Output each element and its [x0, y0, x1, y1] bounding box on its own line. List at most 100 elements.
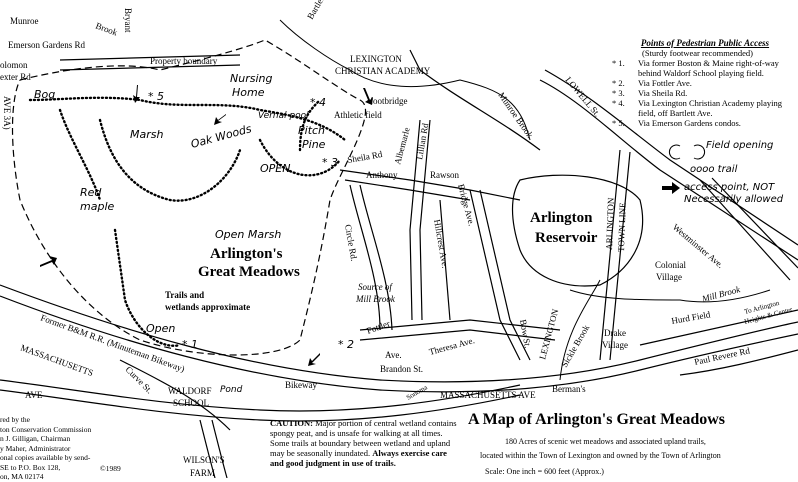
label-hillcrest: Hillcrest Ave. — [432, 219, 450, 269]
caution-note: CAUTION: Major portion of central wetlan… — [270, 418, 460, 468]
map-scale: Scale: One inch = 600 feet (Approx.) — [485, 467, 604, 476]
label-reservoir-1: Arlington — [530, 210, 593, 226]
label-open-marsh: Open Marsh — [215, 228, 281, 241]
arrow-icon — [308, 353, 320, 366]
label-wilson-1: WILSON'S — [183, 455, 225, 465]
label-athletic-field: Athletic field — [334, 110, 382, 120]
legend-text: Via Fottler Ave. — [638, 78, 692, 88]
legend-text: Via Lexington Christian Academy playing … — [638, 98, 782, 118]
label-hurd-field: Hurd Field — [671, 309, 712, 326]
caution-text: Major portion of central wetland contain… — [270, 418, 457, 458]
arrow-icon — [40, 256, 57, 267]
label-bog: Bog — [34, 88, 55, 101]
label-waldorf-1: WALDORF — [168, 386, 212, 396]
access-point-2: * 2 — [338, 338, 354, 351]
legend-trail: oooo trail — [690, 164, 738, 175]
label-rawson: Rawson — [430, 170, 459, 180]
label-fottler-ave: Ave. — [385, 350, 402, 360]
label-circle-rd: Circle Rd. — [343, 224, 359, 262]
access-arrows — [40, 85, 680, 366]
label-lowell-st: LOWELL St. — [563, 75, 602, 119]
label-source-1: Source of — [358, 282, 393, 292]
label-pitch: Pitch — [298, 124, 325, 137]
label-maple: maple — [80, 200, 114, 213]
label-oak-woods: Oak Woods — [189, 122, 253, 151]
label-brook: Brook — [94, 20, 119, 37]
label-munroe: Munroe — [10, 16, 39, 26]
label-wilson-2: FARM — [190, 468, 215, 478]
label-fottler: Fottler — [365, 318, 391, 336]
legend-text: Via former Boston & Maine right-of-way b… — [638, 58, 779, 78]
label-pine: Pine — [302, 138, 326, 151]
label-lca-1: LEXINGTON — [350, 54, 402, 64]
label-source-2: Mill Brook — [355, 294, 396, 304]
arrow-icon — [662, 182, 680, 194]
label-property-boundary: Property boundary — [150, 56, 218, 66]
arrow-icon — [363, 88, 373, 105]
label-ave-3a: AVE 3A) — [2, 96, 12, 130]
label-lexington: LEXINGTON — [537, 307, 560, 360]
label-pond: Pond — [220, 385, 243, 395]
label-red: Red — [80, 186, 102, 199]
legend-access: access point, NOT Necessarily allowed — [684, 182, 784, 205]
label-footbridge: footbridge — [370, 96, 408, 106]
mill-brook — [569, 289, 771, 303]
access-point-4: * 4 — [310, 96, 326, 109]
label-bryant: Bryant — [123, 8, 133, 33]
label-drake-2: Village — [602, 340, 628, 350]
sickle-brook — [559, 279, 601, 381]
label-anthony: Anthony — [366, 170, 398, 180]
arrow-icon — [133, 85, 140, 103]
label-ave-left: AVE — [25, 390, 43, 400]
trails — [28, 96, 347, 347]
label-nursing: Nursing — [230, 72, 272, 85]
label-mass-ave-left: MASSACHUSETTS — [19, 342, 94, 378]
label-solomon: olomon — [0, 60, 28, 70]
label-lca-2: CHRISTIAN ACADEMY — [335, 66, 431, 76]
property-boundary — [11, 39, 367, 356]
label-exter-rd: exter Rd — [0, 72, 31, 82]
access-point-5: * 5 — [148, 90, 164, 103]
access-point-3: * 3 — [322, 156, 338, 169]
legend-num: * 3. — [612, 88, 625, 98]
legend-num: * 4. — [612, 98, 625, 108]
label-bow-st: Bow St. — [518, 319, 533, 349]
credit-line: ton Conservation Commission — [0, 424, 92, 434]
caution-text-bold: Always exercise care and good judgment i… — [270, 448, 447, 468]
label-colonial-1: Colonial — [655, 260, 686, 270]
label-albemarle: Albemarle — [392, 126, 411, 165]
legend-item: * 1. Via former Boston & Maine right-of-w… — [612, 58, 798, 78]
legend-item: * 3. Via Sheila Rd. — [612, 88, 798, 98]
label-sonoma: Sonoma — [405, 383, 430, 402]
label-open: OPEN — [260, 162, 290, 175]
label-colonial-2: Village — [656, 272, 682, 282]
label-town-line-2: TOWN LINE — [616, 202, 628, 252]
label-home: Home — [232, 86, 265, 99]
label-trails-2: wetlands approximate — [165, 302, 250, 312]
legend-num: * 1. — [612, 58, 625, 68]
credit-line: onal copies available by send- — [0, 453, 91, 462]
legend-title: Points of Pedestrian Public Access — [640, 38, 770, 48]
munroe-brook — [279, 19, 531, 141]
roads — [0, 49, 798, 478]
field-opening-icon — [668, 144, 706, 160]
label-brandon: Brandon St. — [380, 364, 423, 374]
credit-line: n J. Gilligan, Chairman — [0, 434, 71, 443]
reservoir-outline — [511, 174, 644, 287]
label-great-meadows-1: Arlington's — [210, 246, 283, 262]
legend-note: (Sturdy footwear recommended) — [642, 48, 753, 58]
legend-text: Via Emerson Gardens condos. — [638, 118, 741, 128]
map-subtitle-1: 180 Acres of scenic wet meadows and asso… — [505, 437, 706, 446]
legend-num: * 2. — [612, 78, 625, 88]
legend-field-opening: Field opening — [706, 140, 774, 151]
credits: red by the ton Conservation Commission n… — [0, 415, 130, 482]
label-great-meadows-2: Great Meadows — [198, 264, 300, 280]
copyright: ©1989 — [100, 464, 121, 473]
label-waldorf-2: SCHOOL — [173, 398, 209, 408]
caution-label: CAUTION: — [270, 418, 313, 428]
label-reservoir-2: Reservoir — [535, 230, 598, 246]
legend-item: * 4. Via Lexington Christian Academy play… — [612, 98, 798, 118]
access-point-1: * 1 — [182, 338, 198, 351]
legend-text: Via Sheila Rd. — [638, 88, 688, 98]
